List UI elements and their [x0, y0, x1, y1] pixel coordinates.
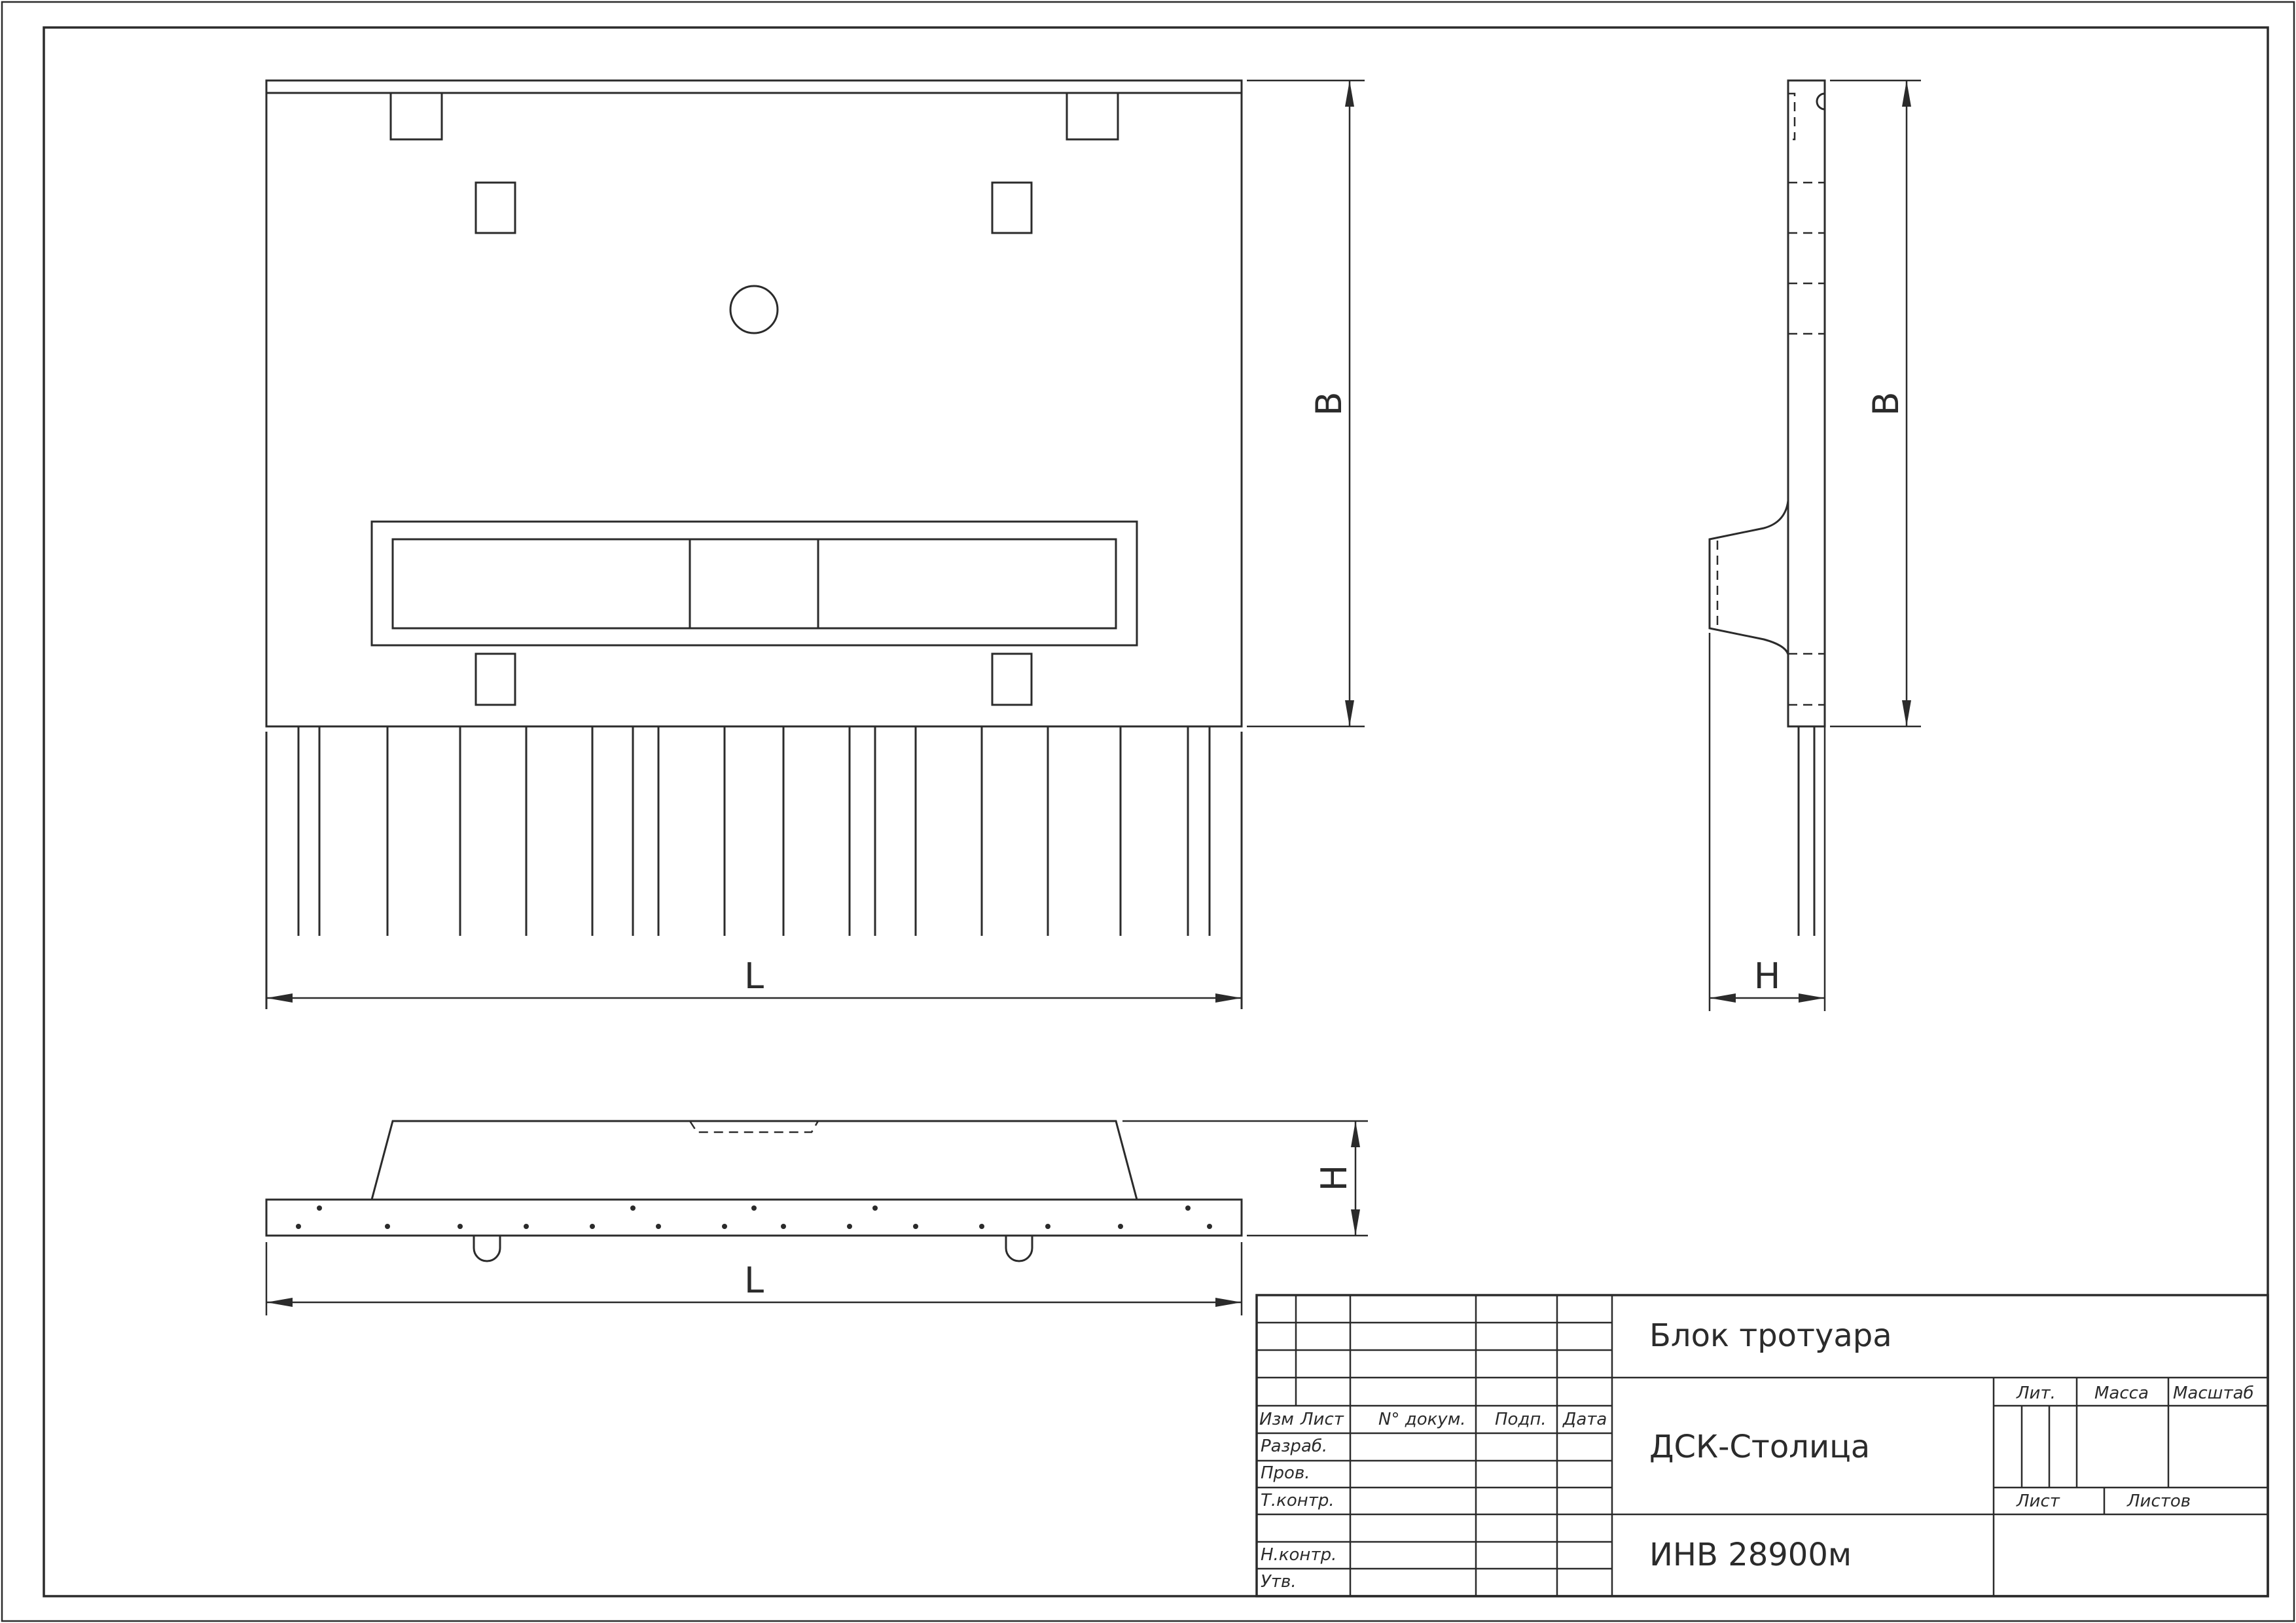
dimension-H-bottom-label: H: [1314, 1165, 1355, 1192]
slot-frame-outer: [370, 520, 1138, 647]
side-view-body: [1787, 79, 1826, 728]
center-round-hole: [729, 285, 779, 334]
inventory-number: ИНВ 28900м: [1649, 1537, 1852, 1573]
bottom-view: H L: [265, 1120, 1368, 1315]
header-sheets: Листов: [2126, 1491, 2191, 1511]
top-notch-left: [389, 93, 443, 141]
dimension-B-side-label: B: [1865, 391, 1907, 416]
lower-hole-left: [475, 652, 516, 706]
dimension-L-bottom-label: L: [744, 1260, 764, 1301]
bottom-view-base: [265, 1198, 1243, 1237]
dimension-L-front: L: [266, 955, 1242, 1003]
dimension-B-front: B: [1247, 79, 1365, 728]
header-date: Дата: [1562, 1410, 1607, 1429]
title-block-frame: [1255, 1294, 2269, 1597]
bottom-view-top-profile: [370, 1120, 1138, 1200]
side-view-top-notch: [1816, 92, 1825, 111]
lower-hole-right: [991, 652, 1033, 706]
dimension-B-side: B: [1830, 79, 1921, 728]
organization-name: ДСК-Столица: [1649, 1429, 1870, 1465]
top-notch-right: [1066, 93, 1119, 141]
front-view-outline: [265, 79, 1243, 728]
hook-left: [473, 1236, 501, 1262]
title-block: Блок тротуара ДСК-Столица ИНВ 28900м Изм…: [1255, 1294, 2269, 1597]
dimension-L-label: L: [744, 955, 764, 997]
role-approved: Утв.: [1261, 1572, 1297, 1592]
dimension-B-label: B: [1308, 391, 1350, 416]
side-view: B H: [1708, 79, 1921, 1011]
side-view-protrusion: [1708, 500, 1789, 655]
dimension-L-bottom: L: [265, 1242, 1243, 1315]
header-doc-no: N° докум.: [1378, 1410, 1466, 1429]
role-developed: Разраб.: [1261, 1436, 1327, 1456]
upper-hole-right: [991, 181, 1033, 234]
rebar-dots: [296, 1205, 1212, 1229]
dimension-H-bottom: H: [1122, 1120, 1368, 1237]
slot-frame-inner: [391, 538, 1117, 630]
drawing-frame: [43, 26, 2269, 1597]
hook-right: [1005, 1236, 1033, 1262]
header-letter: Лит.: [2016, 1383, 2056, 1403]
header-mass: Масса: [2094, 1383, 2149, 1403]
bottom-view-hidden-recess: [689, 1120, 819, 1133]
role-tech-control: Т.контр.: [1261, 1491, 1335, 1510]
rebar-lines: [265, 726, 1243, 1009]
dimension-H-side-label: H: [1754, 955, 1781, 997]
header-scale: Масштаб: [2173, 1383, 2254, 1403]
header-izm: Изм: [1259, 1410, 1294, 1429]
upper-hole-left: [475, 181, 516, 234]
side-view-hidden-lines: [1788, 181, 1825, 706]
dimension-H-side: H: [1708, 633, 1826, 1011]
role-norm-control: Н.контр.: [1261, 1545, 1336, 1565]
role-checked: Пров.: [1261, 1463, 1310, 1483]
product-name: Блок тротуара: [1649, 1317, 1892, 1354]
header-sheet: Лист: [2016, 1491, 2060, 1511]
header-sign: Подп.: [1495, 1410, 1547, 1429]
front-view: L B: [265, 79, 1365, 1009]
header-list: Лист: [1300, 1410, 1344, 1429]
